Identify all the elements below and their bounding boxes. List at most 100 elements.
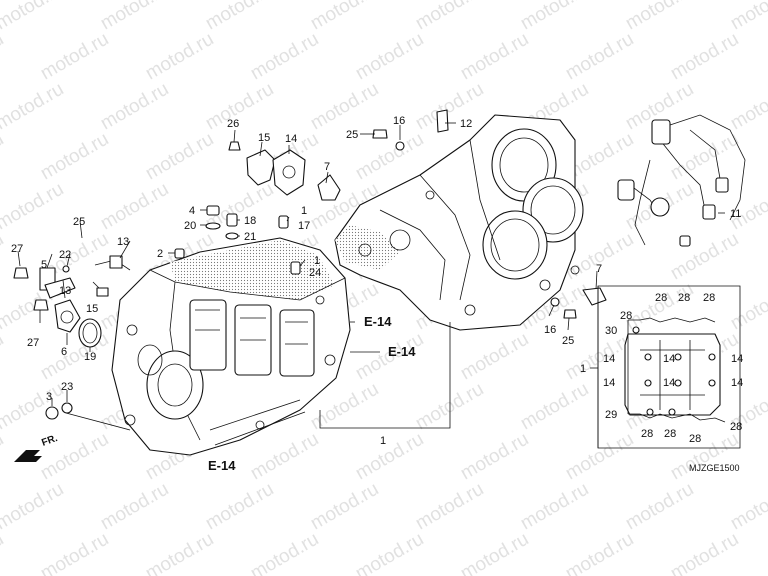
watermark-text: motod.ru bbox=[352, 529, 427, 576]
callout-8: 14 bbox=[285, 133, 297, 145]
watermark-text: motod.ru bbox=[412, 79, 487, 135]
watermark-text: motod.ru bbox=[142, 529, 217, 576]
callout-27b: 27 bbox=[27, 337, 39, 349]
label-layer: 26 15 14 7 25 16 12 11 4 20 18 21 1 17 1… bbox=[11, 115, 743, 473]
upper-crankcase bbox=[334, 114, 584, 331]
callout-1c: 1 bbox=[380, 435, 386, 447]
inset-diagram bbox=[597, 285, 741, 449]
watermark-text: motod.ru bbox=[667, 529, 742, 576]
watermark-text: motod.ru bbox=[0, 229, 7, 285]
watermark-text: motod.ru bbox=[667, 229, 742, 285]
callout-5: 6 bbox=[61, 346, 67, 358]
front-marker: FR. bbox=[40, 433, 59, 449]
watermark-text: motod.ru bbox=[727, 0, 768, 34]
watermark-text: motod.ru bbox=[247, 429, 322, 485]
watermark-text: motod.ru bbox=[412, 479, 487, 535]
watermark-text: motod.ru bbox=[622, 479, 697, 535]
watermark-text: motod.ru bbox=[0, 379, 67, 435]
watermark-text: motod.ru bbox=[352, 29, 427, 85]
inset-callout-14d: 14 bbox=[663, 377, 675, 389]
watermark-text: motod.ru bbox=[457, 329, 532, 385]
callout-9: 15 bbox=[258, 132, 270, 144]
inset-callout-14e: 14 bbox=[731, 353, 743, 365]
callout-12: 12 bbox=[460, 118, 472, 130]
watermark-text: motod.ru bbox=[352, 429, 427, 485]
watermark-text: motod.ru bbox=[457, 429, 532, 485]
watermark-text: motod.ru bbox=[352, 129, 427, 185]
inset-callout-28f: 28 bbox=[664, 428, 676, 440]
callout-18: 18 bbox=[244, 215, 256, 227]
callout-25a: 25 bbox=[346, 129, 358, 141]
inset-callout-28c: 28 bbox=[703, 292, 715, 304]
watermark-text: motod.ru bbox=[412, 0, 487, 34]
callout-16a: 16 bbox=[393, 115, 405, 127]
watermark-text: motod.ru bbox=[562, 529, 637, 576]
watermark-text: motod.ru bbox=[37, 129, 112, 185]
inset-callout-28g: 28 bbox=[689, 433, 701, 445]
inset-callout-28b: 28 bbox=[678, 292, 690, 304]
watermark-text: motod.ru bbox=[562, 429, 637, 485]
watermark-text: motod.ru bbox=[0, 79, 67, 135]
watermark-text: motod.ru bbox=[562, 29, 637, 85]
callout-20: 20 bbox=[184, 220, 196, 232]
callout-2: 2 bbox=[157, 248, 163, 260]
watermark-text: motod.ru bbox=[727, 279, 768, 335]
inset-callout-14b: 14 bbox=[603, 377, 615, 389]
watermark-text: motod.ru bbox=[727, 179, 768, 235]
inset-callout-29: 29 bbox=[605, 409, 617, 421]
watermark-text: motod.ru bbox=[517, 479, 592, 535]
watermark-text: motod.ru bbox=[247, 29, 322, 85]
callout-1a: 1 bbox=[301, 205, 307, 217]
watermark-text: motod.ru bbox=[97, 0, 172, 34]
watermark-text: motod.ru bbox=[667, 29, 742, 85]
lower-crankcase bbox=[111, 237, 351, 456]
watermark-text: motod.ru bbox=[0, 479, 67, 535]
watermark-text: motod.ru bbox=[0, 529, 7, 576]
callout-7a: 7 bbox=[324, 161, 330, 173]
watermark-text: motod.ru bbox=[307, 479, 382, 535]
callout-27a: 27 bbox=[11, 243, 23, 255]
diagram-code: MJZGE1500 bbox=[689, 463, 740, 473]
inset-callout-28h: 28 bbox=[730, 421, 742, 433]
ref-e14-a: E-14 bbox=[364, 314, 392, 329]
watermark-text: motod.ru bbox=[727, 479, 768, 535]
watermark-text: motod.ru bbox=[142, 129, 217, 185]
watermark-text: motod.ru bbox=[202, 479, 277, 535]
watermark-text: motod.ru bbox=[0, 129, 7, 185]
callout-6: 5 bbox=[41, 259, 47, 271]
watermark-text: motod.ru bbox=[0, 29, 7, 85]
watermark-text: motod.ru bbox=[202, 0, 277, 34]
watermark-text: motod.ru bbox=[97, 79, 172, 135]
leader-lines bbox=[17, 122, 725, 431]
inset-callout-14a: 14 bbox=[603, 353, 615, 365]
callout-19: 19 bbox=[84, 351, 96, 363]
callout-3: 3 bbox=[46, 391, 52, 403]
callout-4: 4 bbox=[189, 205, 195, 217]
inset-callout-28d: 28 bbox=[620, 310, 632, 322]
watermark-text: motod.ru bbox=[457, 29, 532, 85]
watermark-text: motod.ru bbox=[0, 429, 7, 485]
watermark-text: motod.ru bbox=[142, 29, 217, 85]
small-parts bbox=[13, 109, 607, 420]
callout-25c: 25 bbox=[562, 335, 574, 347]
callout-15: 15 bbox=[86, 303, 98, 315]
watermark-text: motod.ru bbox=[0, 329, 7, 385]
ref-e14-b: E-14 bbox=[388, 344, 416, 359]
watermark-text: motod.ru bbox=[622, 0, 697, 34]
watermark-text: motod.ru bbox=[457, 529, 532, 576]
callout-7b: 7 bbox=[596, 263, 602, 275]
inset-callout-14c: 14 bbox=[663, 353, 675, 365]
watermark-text: motod.ru bbox=[37, 529, 112, 576]
callout-10: 13 bbox=[117, 236, 129, 248]
watermark-text: motod.ru bbox=[517, 0, 592, 34]
callout-16b: 16 bbox=[544, 324, 556, 336]
callout-23: 23 bbox=[61, 381, 73, 393]
callout-26: 26 bbox=[227, 118, 239, 130]
callout-24: 24 bbox=[309, 267, 321, 279]
watermark-text: motod.ru bbox=[0, 0, 67, 34]
callout-11: 11 bbox=[730, 208, 741, 220]
watermark-text: motod.ru bbox=[622, 279, 697, 335]
